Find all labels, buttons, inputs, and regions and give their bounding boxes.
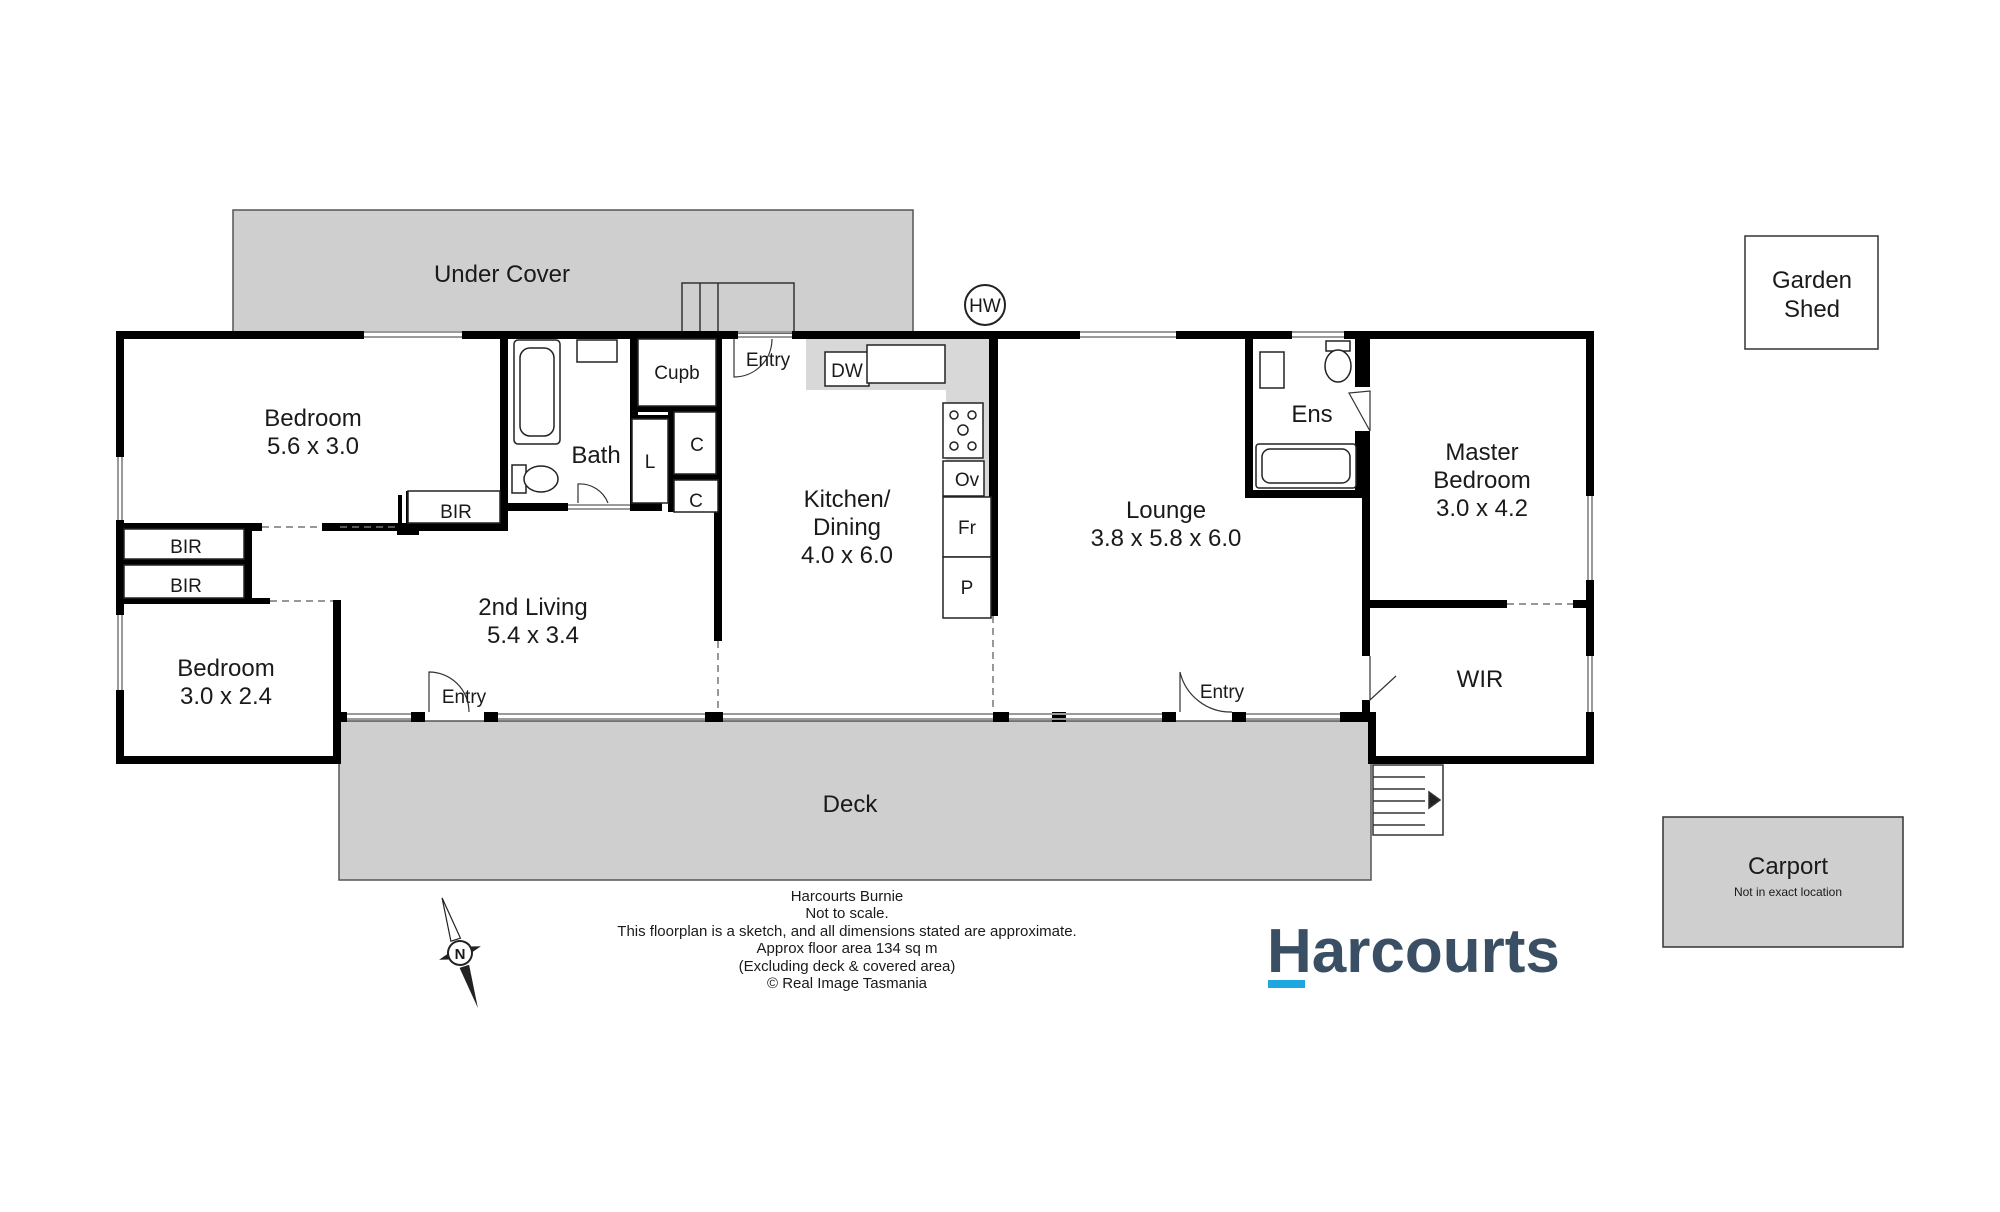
kitchen-label-line2: Dining [813,514,881,541]
bir-label-bedroom1: BIR [440,502,472,523]
deck-steps [1372,764,1444,836]
storage-boxes [123,338,719,599]
door-swings [428,338,1397,713]
bath-label: Bath [571,442,620,469]
living2-name: 2nd Living [478,594,587,621]
lounge-name: Lounge [1126,497,1206,524]
garden-shed-label-line1: Garden [1772,267,1852,294]
carport-note: Not in exact location [1734,885,1842,899]
under-cover-label: Under Cover [434,261,570,288]
kitchen-dims: 4.0 x 6.0 [801,542,893,569]
fridge-label: Fr [958,518,977,539]
entry-label-kitchen: Entry [746,350,791,371]
living2-dims: 5.4 x 3.4 [487,622,579,649]
entry-label-lounge: Entry [1200,682,1245,703]
cupboard-label-upper: C [690,435,704,456]
bedroom2-name: Bedroom [177,655,274,682]
hot-water-unit [964,284,1006,326]
master-label-line1: Master [1445,439,1518,466]
hot-water-label: HW [969,296,1001,317]
windows [117,331,1593,720]
note-agency: Harcourts Burnie [791,888,904,905]
bir-label-upper: BIR [170,537,202,558]
master-label-line2: Bedroom [1433,467,1530,494]
note-scale: Not to scale. [805,905,888,922]
bedroom1-name: Bedroom [264,405,361,432]
note-exclusion: (Excluding deck & covered area) [739,958,956,975]
master-dims: 3.0 x 4.2 [1436,495,1528,522]
harcourts-logo-accent [1268,980,1305,988]
bath-fixtures [511,339,618,494]
note-copyright: © Real Image Tasmania [767,975,928,992]
bedroom2-dims: 3.0 x 2.4 [180,683,272,710]
kitchen-label-line1: Kitchen/ [804,486,891,513]
carport-label: Carport [1748,853,1828,880]
lounge-dims: 3.8 x 5.8 x 6.0 [1091,525,1242,552]
bedroom1-dims: 5.6 x 3.0 [267,433,359,460]
pantry-label: P [961,578,974,599]
oven-label: Ov [955,470,980,491]
laundry-label: L [645,452,656,473]
entry-label-living: Entry [442,687,487,708]
deck-label: Deck [823,791,879,818]
ensuite-label: Ens [1291,401,1332,428]
deck-area [338,720,1372,881]
dashed-openings [262,526,1573,712]
garden-shed [1744,235,1879,350]
wir-label: WIR [1457,666,1504,693]
ensuite-fixtures [1255,340,1357,489]
north-compass [439,897,481,1009]
note-disclaimer: This floorplan is a sketch, and all dime… [617,923,1076,940]
compass-north-label: N [455,946,466,963]
under-cover-area [232,209,914,333]
kitchen-appliances [824,344,992,619]
harcourts-logo: Harcourts [1267,917,1560,986]
note-floor-area: Approx floor area 134 sq m [757,940,938,957]
garden-shed-label-line2: Shed [1784,296,1840,323]
dishwasher-label: DW [831,361,863,382]
bir-label-lower: BIR [170,576,202,597]
cupboard-label-lower: C [689,491,703,512]
carport-area [1662,816,1904,948]
cupb-label: Cupb [654,363,699,384]
